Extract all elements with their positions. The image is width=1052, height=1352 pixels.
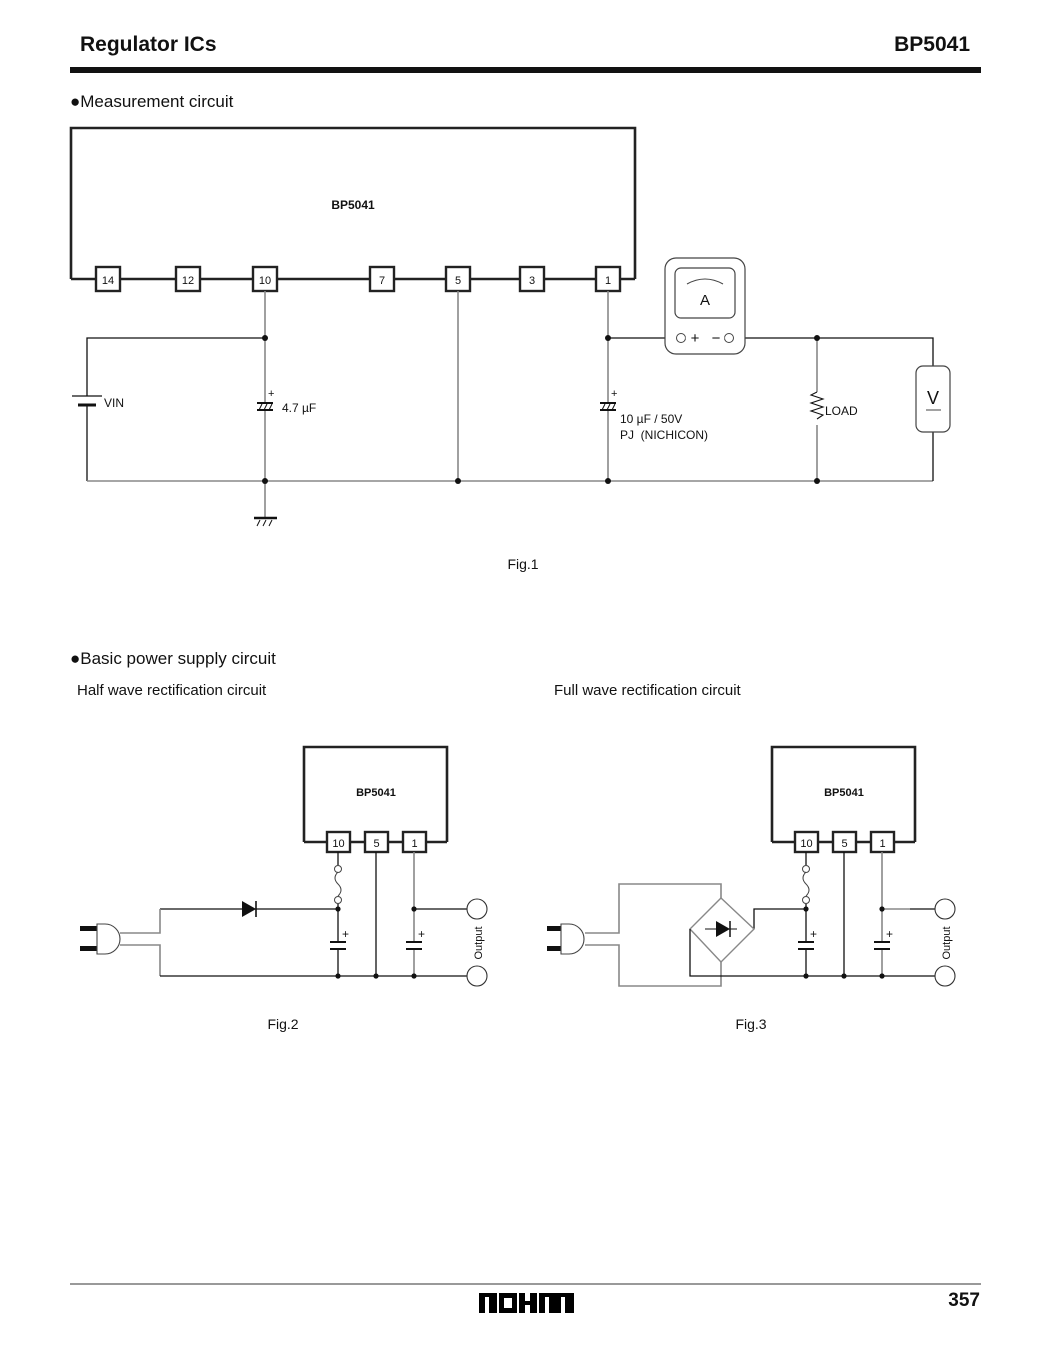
pin-5: 5 xyxy=(363,830,390,854)
wire-plug xyxy=(585,883,722,987)
pin-5: 5 xyxy=(831,830,858,854)
capacitor-icon xyxy=(257,402,273,411)
capacitor-icon xyxy=(600,402,616,411)
pin-label: 1 xyxy=(605,275,611,287)
wire-output xyxy=(608,337,934,481)
plus-sign: + xyxy=(418,927,425,941)
pin-label: 5 xyxy=(373,838,379,850)
plus-sign: + xyxy=(611,388,617,400)
wire-vin xyxy=(86,337,265,481)
vin-label: VIN xyxy=(104,396,124,410)
output-label: Output xyxy=(473,926,485,959)
ic-label: BP5041 xyxy=(824,787,864,799)
pin-12: 12 xyxy=(174,265,202,293)
pin-label: 5 xyxy=(841,838,847,850)
cap-out-label: 10 µF / 50V xyxy=(620,412,682,426)
resistor-icon xyxy=(809,391,825,420)
cap-in-label: 4.7 µF xyxy=(282,401,316,415)
battery-icon xyxy=(72,395,102,407)
pin-label: 5 xyxy=(455,275,461,287)
fuse-icon xyxy=(802,852,810,904)
pin-3: 3 xyxy=(518,265,546,293)
ammeter-minus: − xyxy=(712,330,721,347)
plug-icon xyxy=(80,923,121,955)
output-terminal xyxy=(466,965,488,987)
cap-out-type: PJ (NICHICON) xyxy=(620,428,708,442)
pin-1: 1 xyxy=(594,265,622,293)
pin-1: 1 xyxy=(401,830,428,854)
ic-label: BP5041 xyxy=(356,787,396,799)
pin-5: 5 xyxy=(444,265,472,293)
plus-sign: + xyxy=(810,927,817,941)
section-title: Regulator ICs xyxy=(80,33,217,56)
ic-body xyxy=(770,745,917,842)
pin-label: 10 xyxy=(259,275,271,287)
rohm-logo xyxy=(479,1293,574,1313)
voltmeter-icon xyxy=(915,365,951,433)
measurement-circuit: BP5041 14 12 10 7 5 3 1 VIN + 4. xyxy=(69,126,951,527)
fig3-caption: Fig.3 xyxy=(735,1016,766,1032)
load-label: LOAD xyxy=(825,404,858,418)
output-terminal xyxy=(934,965,956,987)
plus-sign: + xyxy=(268,388,274,400)
pin-label: 1 xyxy=(411,838,417,850)
pin-1: 1 xyxy=(869,830,896,854)
half-wave-circuit: BP5041 10 5 1 + + xyxy=(80,745,488,987)
wire-ground xyxy=(689,929,935,977)
pin-14: 14 xyxy=(94,265,122,293)
plus-sign: + xyxy=(342,927,349,941)
pin-label: 10 xyxy=(800,838,812,850)
header-rule xyxy=(70,67,981,73)
ammeter-icon xyxy=(664,257,746,355)
part-number: BP5041 xyxy=(894,33,970,56)
pin-10: 10 xyxy=(325,830,352,854)
pin-10: 10 xyxy=(251,265,279,293)
fig1-caption: Fig.1 xyxy=(507,556,538,572)
voltmeter-label: V xyxy=(927,388,939,408)
capacitor-icon xyxy=(330,941,422,950)
full-wave-circuit: BP5041 10 5 1 + xyxy=(547,745,956,987)
output-terminal xyxy=(466,898,488,920)
half-wave-title: Half wave rectification circuit xyxy=(77,682,267,699)
ic-label: BP5041 xyxy=(331,198,375,212)
pin-label: 7 xyxy=(379,275,385,287)
pin-label: 12 xyxy=(182,275,194,287)
plug-icon xyxy=(547,923,585,955)
ammeter-label: A xyxy=(700,292,710,309)
full-wave-title: Full wave rectification circuit xyxy=(554,682,742,699)
output-terminal xyxy=(934,898,956,920)
ground-icon xyxy=(254,516,277,527)
capacitor-icon xyxy=(798,941,890,950)
pin-label: 1 xyxy=(879,838,885,850)
pin-10: 10 xyxy=(793,830,820,854)
ammeter-plus: + xyxy=(691,330,700,347)
bridge-rectifier-icon xyxy=(689,897,756,964)
ic-body xyxy=(302,745,449,842)
basic-heading: ●Basic power supply circuit xyxy=(70,649,276,668)
measurement-heading: ●Measurement circuit xyxy=(70,92,234,111)
pin-label: 10 xyxy=(332,838,344,850)
pin-label: 14 xyxy=(102,275,114,287)
diode-icon xyxy=(242,901,256,917)
ic-body xyxy=(69,126,637,279)
plus-sign: + xyxy=(886,927,893,941)
fig2-caption: Fig.2 xyxy=(267,1016,298,1032)
wire-plug xyxy=(120,909,161,976)
output-label: Output xyxy=(941,926,953,959)
fuse-icon xyxy=(334,852,342,904)
page-number: 357 xyxy=(948,1290,980,1311)
pin-7: 7 xyxy=(368,265,396,293)
pin-label: 3 xyxy=(529,275,535,287)
